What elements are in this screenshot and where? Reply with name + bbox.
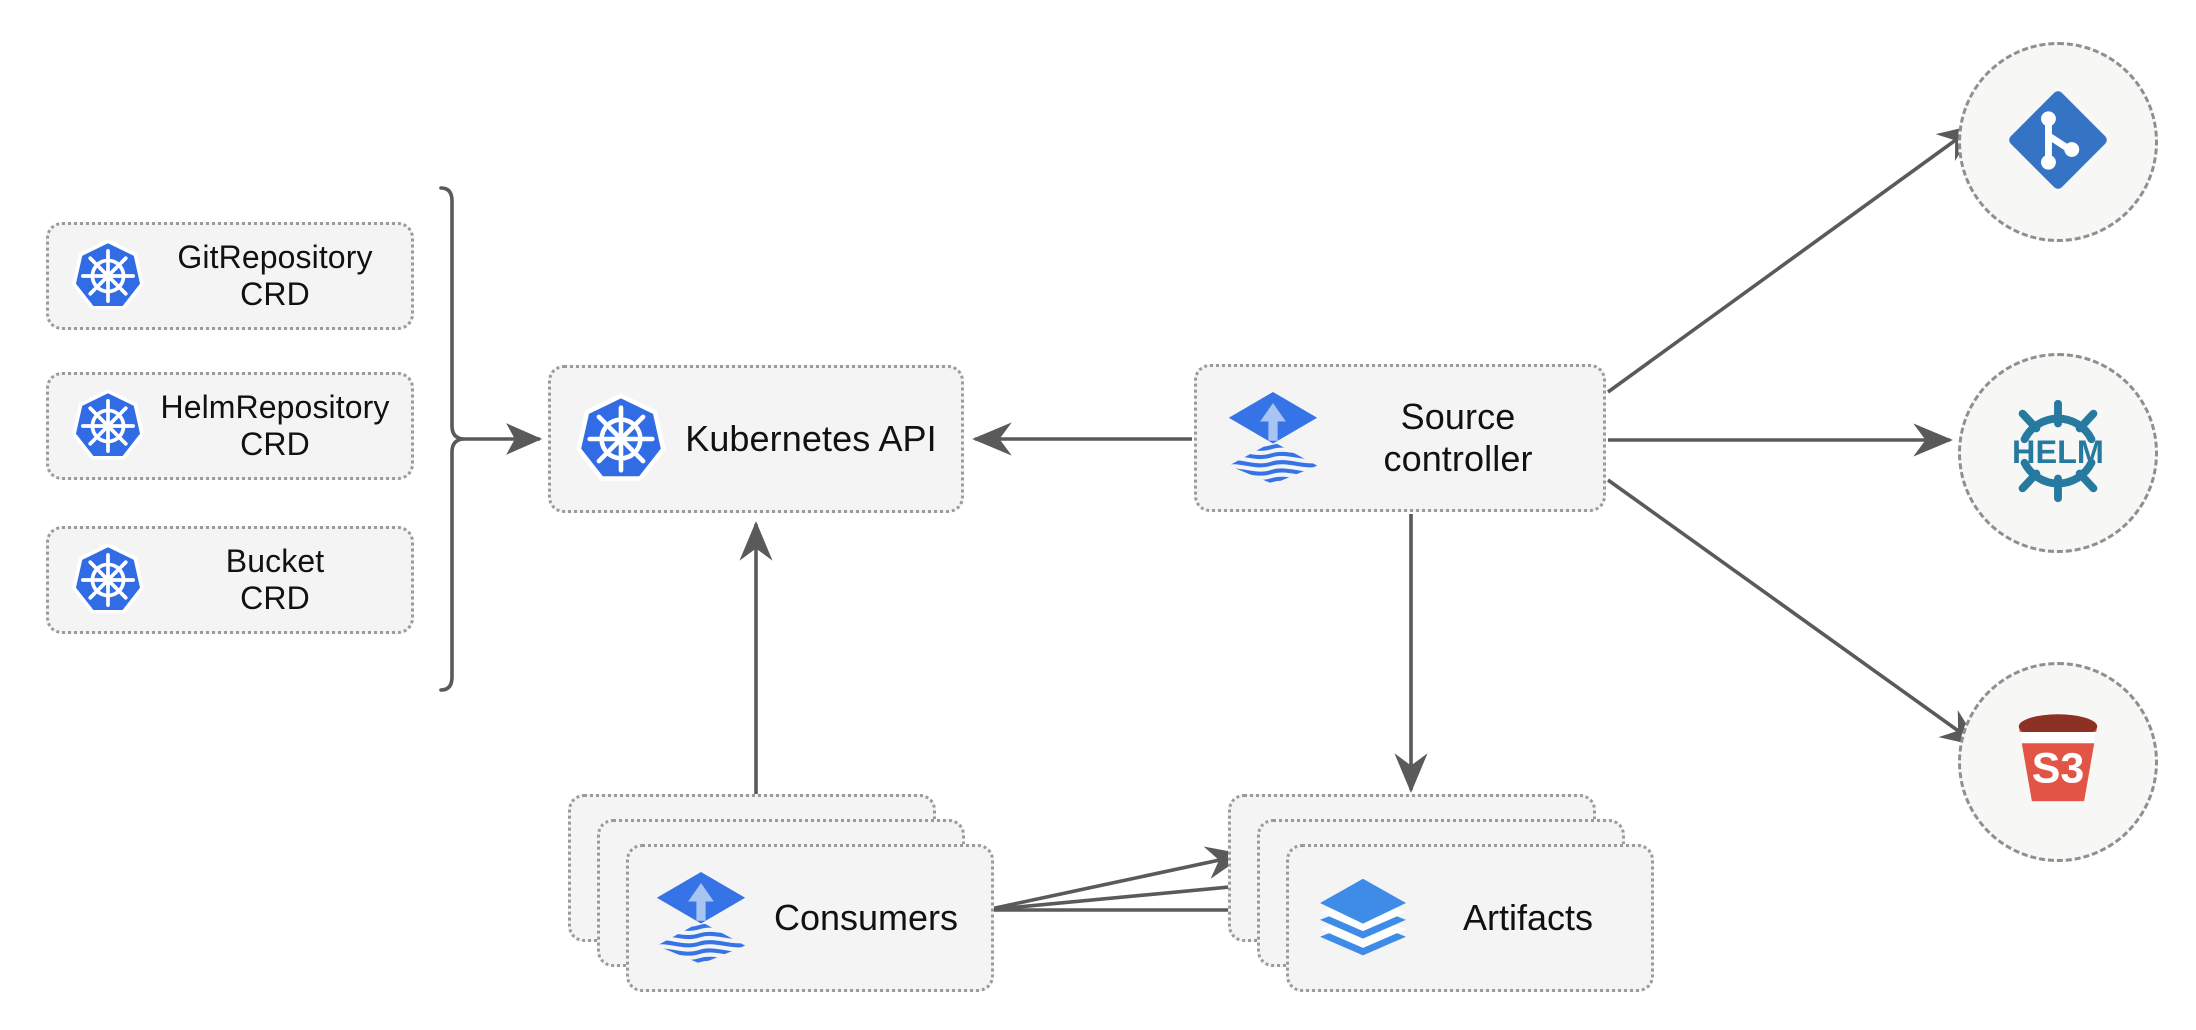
node-source-controller[interactable]: Source controller: [1194, 364, 1606, 512]
kubernetes-icon: [71, 239, 145, 313]
node-label: Artifacts: [1462, 897, 1594, 938]
node-helmrepository-crd[interactable]: HelmRepository CRD: [46, 372, 414, 480]
s3-wordmark: S3: [2032, 744, 2085, 792]
stack-sheet-front: Artifacts: [1286, 844, 1654, 992]
crd-bracket: [439, 186, 465, 692]
helm-icon: HELM: [1999, 392, 2117, 515]
node-gitrepository-crd[interactable]: GitRepository CRD: [46, 222, 414, 330]
s3-icon: S3: [2002, 704, 2114, 821]
node-kubernetes-api[interactable]: Kubernetes API: [548, 365, 964, 513]
node-label: HelmRepository CRD: [160, 388, 390, 462]
stack-sheet-front: Consumers: [626, 844, 994, 992]
wire-consumers-to-artifacts-1: [985, 846, 1246, 912]
kubernetes-icon: [575, 393, 667, 485]
node-label: GitRepository CRD: [177, 238, 373, 312]
node-git-source[interactable]: [1958, 42, 2158, 242]
wire-source-to-s3: [1606, 478, 1981, 747]
flux-icon: [1227, 390, 1319, 486]
wire-source-to-git: [1606, 124, 1978, 394]
node-s3-source[interactable]: S3: [1958, 662, 2158, 862]
node-bucket-crd[interactable]: Bucket CRD: [46, 526, 414, 634]
node-label: Source controller: [1383, 396, 1533, 479]
node-label: Bucket CRD: [225, 542, 325, 616]
kubernetes-icon: [71, 389, 145, 463]
kubernetes-icon: [71, 543, 145, 617]
node-label: Consumers: [773, 897, 959, 938]
flux-icon: [655, 870, 747, 966]
node-label: Kubernetes API: [685, 418, 937, 460]
node-helm-source[interactable]: HELM: [1958, 353, 2158, 553]
layers-icon: [1315, 875, 1411, 961]
git-icon: [2005, 87, 2111, 198]
helm-wordmark: HELM: [2012, 433, 2104, 469]
